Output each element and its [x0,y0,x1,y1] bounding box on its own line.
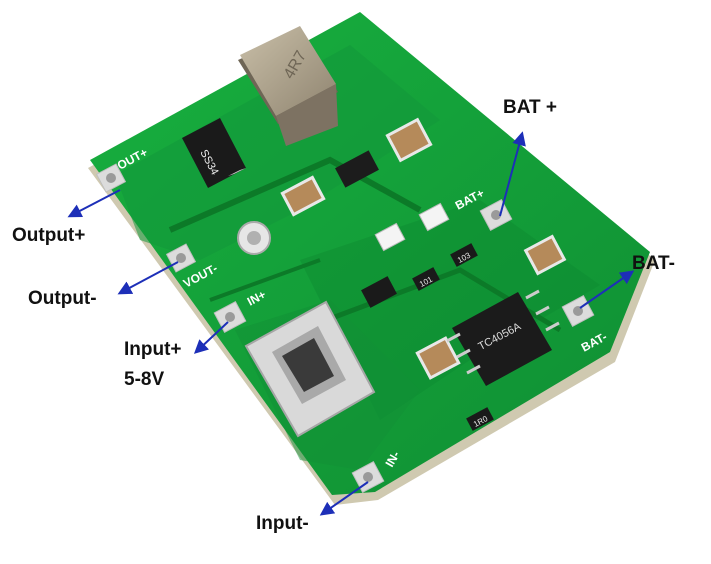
label-input-plus: Input+ [124,339,182,360]
arrow-output-plus [67,189,121,218]
label-bat-plus: BAT + [503,97,558,118]
inductor: 4R7 [238,26,338,146]
capacitor [385,117,433,163]
arrow-input-plus [193,321,229,354]
label-output-minus: Output- [28,288,97,309]
arrow-input-minus [319,481,369,516]
capacitor [523,234,567,276]
label-bat-minus: BAT- [632,253,675,274]
silk-in-minus: IN- [382,449,402,470]
label-input-plus-voltage: 5-8V [124,369,165,390]
led [374,222,406,252]
capacitor [280,175,326,217]
small-diode [361,276,397,308]
arrow-bat-plus [499,131,526,217]
label-output-plus: Output+ [12,225,86,246]
arrow-output-minus [117,261,179,295]
charger-chip: TC4056A [446,289,560,386]
led [418,202,450,232]
resistor [466,407,494,431]
callout-arrows [67,131,635,516]
label-input-minus: Input- [256,513,309,534]
resistor [450,243,478,267]
small-ic [335,150,379,188]
micro-usb-connector [244,300,376,438]
capacitor [415,336,461,380]
components: 4R7 SS34 103 101 1R0 [182,26,567,438]
resistor [412,267,440,291]
arrow-bat-minus [579,270,635,309]
diode: SS34 [182,118,246,188]
